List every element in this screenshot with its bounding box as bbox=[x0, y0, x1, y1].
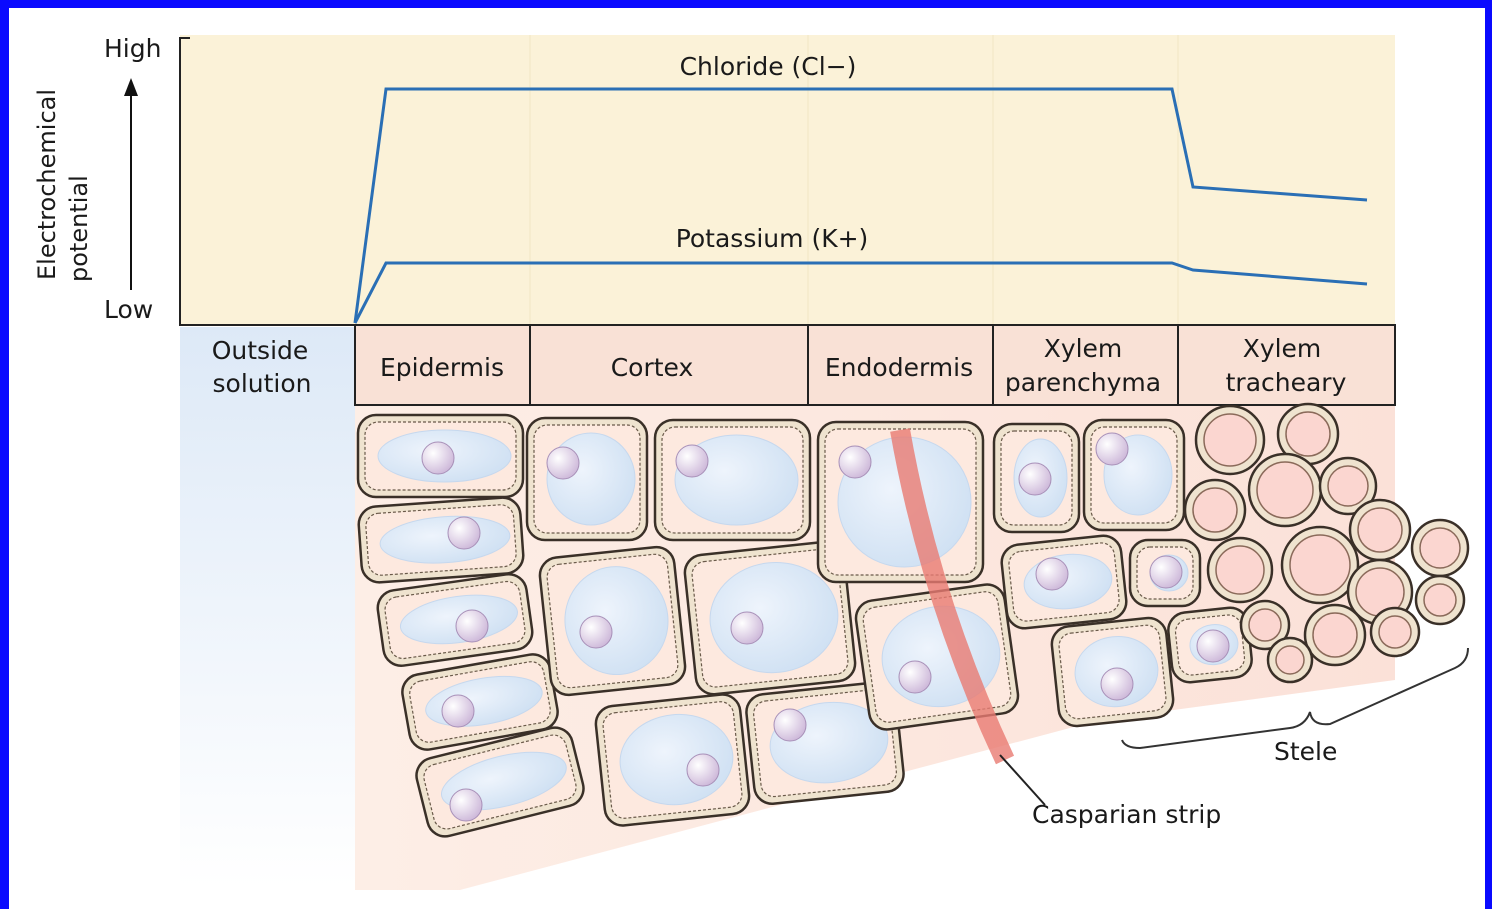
nucleus bbox=[899, 661, 931, 693]
xylem-parenchyma-line1: Xylem bbox=[1044, 334, 1123, 363]
tissue-cell bbox=[1084, 420, 1184, 530]
nucleus bbox=[442, 695, 474, 727]
tracheary-lumen bbox=[1420, 528, 1460, 568]
casparian-pointer bbox=[1000, 755, 1045, 805]
outside-label-line1: Outside bbox=[212, 336, 309, 365]
y-axis-label-line2: potential bbox=[65, 175, 93, 282]
y-arrow-icon bbox=[124, 78, 138, 290]
tissue-cell bbox=[358, 496, 525, 583]
nucleus bbox=[450, 789, 482, 821]
nucleus bbox=[774, 709, 806, 741]
tracheary-lumen bbox=[1216, 546, 1264, 594]
nucleus bbox=[422, 442, 454, 474]
tissue-cell bbox=[655, 420, 810, 540]
tissue-cell bbox=[527, 418, 647, 540]
tissue-cell bbox=[538, 545, 687, 696]
tracheary-lumen bbox=[1257, 462, 1313, 518]
cortex-label: Cortex bbox=[611, 353, 694, 382]
nucleus bbox=[580, 616, 612, 648]
nucleus bbox=[1150, 556, 1182, 588]
nucleus bbox=[1101, 668, 1133, 700]
potassium-label: Potassium (K+) bbox=[676, 224, 869, 253]
tracheary-lumen bbox=[1276, 646, 1304, 674]
nucleus bbox=[1019, 463, 1051, 495]
tracheary-lumen bbox=[1379, 616, 1411, 648]
tissue-cell bbox=[594, 693, 751, 827]
nucleus bbox=[1096, 433, 1128, 465]
tracheary-lumen bbox=[1204, 414, 1256, 466]
tracheary-lumen bbox=[1290, 535, 1350, 595]
tracheary-lumen bbox=[1358, 508, 1402, 552]
tracheary-lumen bbox=[1313, 613, 1357, 657]
y-axis-label-line1: Electrochemical bbox=[33, 89, 61, 280]
epidermis-label: Epidermis bbox=[380, 353, 504, 382]
stele-label: Stele bbox=[1274, 737, 1337, 766]
outside-label-line2: solution bbox=[213, 369, 312, 398]
nucleus bbox=[839, 446, 871, 478]
endodermis-label: Endodermis bbox=[825, 353, 973, 382]
chloride-label: Chloride (Cl−) bbox=[680, 52, 857, 81]
tracheary-lumen bbox=[1424, 584, 1456, 616]
tracheary-lumen bbox=[1328, 466, 1368, 506]
nucleus bbox=[676, 445, 708, 477]
nucleus bbox=[547, 447, 579, 479]
nucleus bbox=[1197, 630, 1229, 662]
nucleus bbox=[448, 517, 480, 549]
y-low-label: Low bbox=[104, 295, 153, 324]
xylem-parenchyma-line2: parenchyma bbox=[1005, 368, 1161, 397]
xylem-tracheary-line1: Xylem bbox=[1243, 334, 1322, 363]
nucleus bbox=[687, 754, 719, 786]
tracheary-lumen bbox=[1249, 609, 1281, 641]
casparian-label: Casparian strip bbox=[1032, 800, 1221, 829]
nucleus bbox=[456, 610, 488, 642]
outside-solution-area bbox=[180, 327, 355, 887]
tracheary-lumen bbox=[1193, 488, 1237, 532]
xylem-tracheary-line2: tracheary bbox=[1226, 368, 1347, 397]
y-high-label: High bbox=[104, 34, 161, 63]
nucleus bbox=[731, 612, 763, 644]
nucleus bbox=[1036, 558, 1068, 590]
tracheary-lumen bbox=[1286, 412, 1330, 456]
